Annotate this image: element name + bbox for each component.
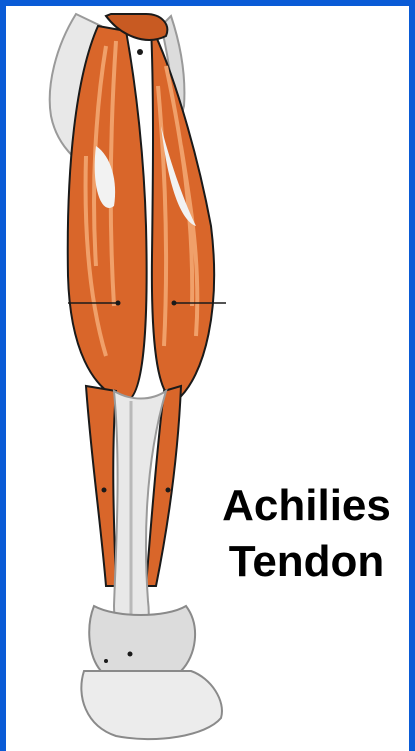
caption-line-1: Achilies [204, 478, 409, 534]
leg-anatomy-illustration [6, 6, 409, 751]
caption-label: Achilies Tendon [204, 478, 409, 590]
ankle-heel [81, 606, 222, 739]
caption-line-2: Tendon [204, 534, 409, 590]
